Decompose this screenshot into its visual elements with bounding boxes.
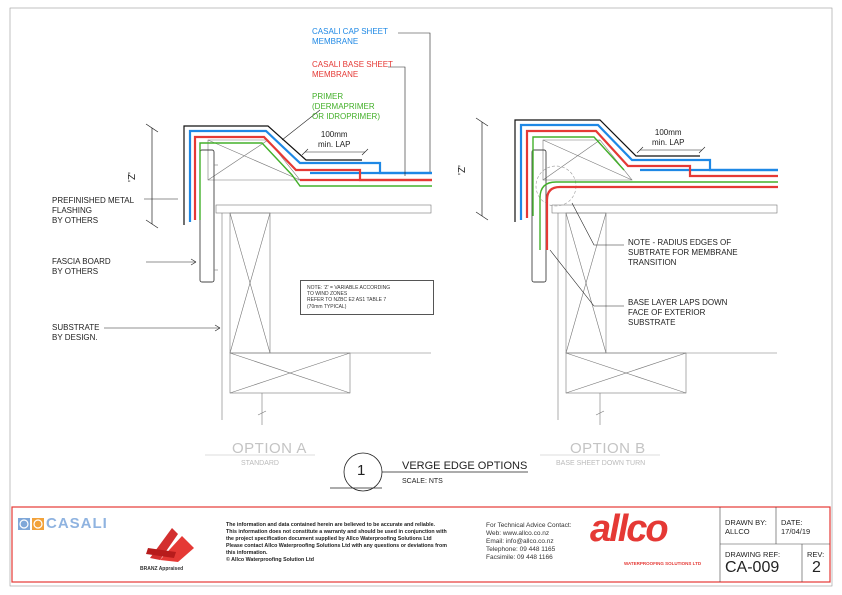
casali-icon: [18, 518, 44, 530]
date-label: DATE:: [781, 518, 803, 527]
rev-value: 2: [812, 559, 821, 576]
branz-label: BRANZ Appraised: [140, 566, 184, 572]
technical-contact: For Technical Advice Contact: Web: www.a…: [486, 522, 572, 561]
detail-title: VERGE EDGE OPTIONS: [402, 460, 528, 472]
date-value: 17/04/19: [781, 527, 811, 536]
z-label-a: 'Z': [126, 172, 138, 182]
detail-number: 1: [357, 462, 366, 479]
disclaimer: The information and data contained herei…: [226, 522, 447, 563]
option-a-title: OPTION A: [232, 440, 307, 457]
drawn-by-value: ALLCO: [725, 527, 750, 536]
branz-icon: [146, 528, 194, 562]
detail-scale: SCALE: NTS: [402, 478, 443, 485]
allco-tagline: WATERPROOFING SOLUTIONS LTD: [624, 561, 702, 566]
casali-logo: CASALI: [46, 515, 108, 532]
allco-logo: allco: [590, 508, 669, 550]
title-block-frame: [11, 506, 831, 583]
drawing-ref-value: CA-009: [725, 559, 780, 576]
option-a-subtitle: STANDARD: [241, 460, 279, 467]
detail-marker: [330, 452, 528, 492]
option-b-detail: [475, 117, 778, 456]
option-b-title: OPTION B: [570, 440, 646, 457]
z-label-b: 'Z': [456, 165, 468, 175]
option-a-detail: [104, 32, 432, 456]
rev-label: REV:: [807, 550, 825, 559]
drawing-ref-label: DRAWING REF:: [725, 550, 781, 559]
drawn-by-label: DRAWN BY:: [725, 518, 767, 527]
option-b-subtitle: BASE SHEET DOWN TURN: [556, 460, 646, 467]
